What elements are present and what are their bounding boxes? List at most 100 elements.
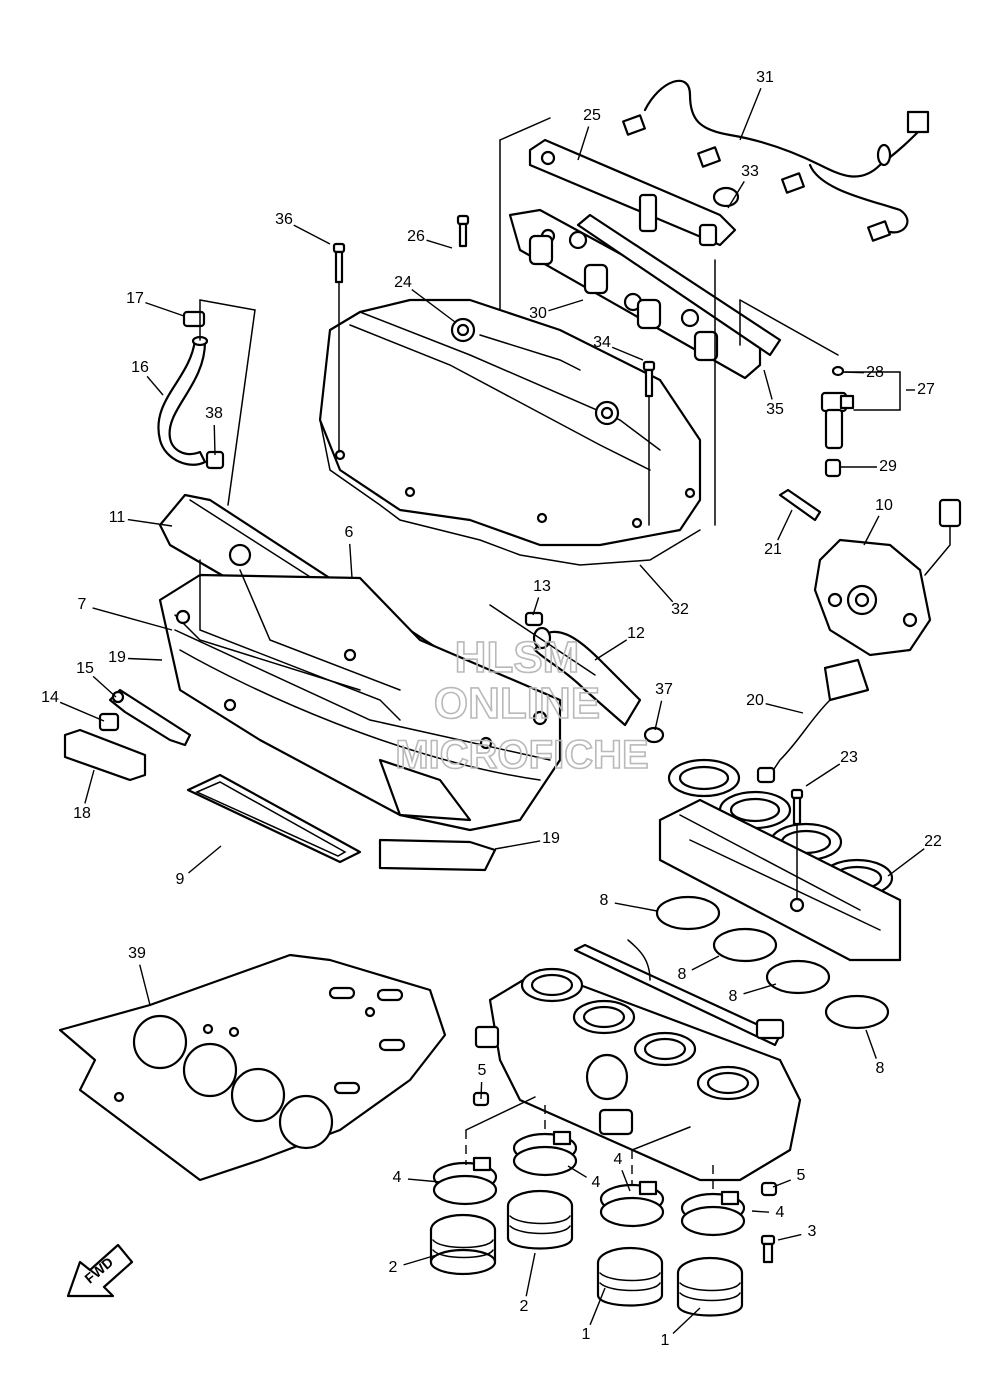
leader-line-c17: [145, 301, 185, 317]
fwd-arrow: FWD: [66, 1243, 134, 1298]
callout-c6: 6: [345, 524, 354, 541]
leader-line-c32: [639, 564, 674, 603]
leader-line-c12: [594, 639, 628, 661]
callout-c33: 33: [741, 163, 759, 180]
clamps-4: [432, 1130, 746, 1237]
leader-line-c34: [611, 346, 644, 361]
bracket-15: [98, 688, 192, 747]
leader-line-c38: [213, 424, 216, 456]
callout-c2b: 2: [520, 1298, 529, 1315]
leader-line-c13: [532, 597, 540, 616]
callout-c30: 30: [529, 305, 547, 322]
frame-line: [739, 299, 839, 356]
callout-c21: 21: [764, 541, 782, 558]
guide-line: [631, 1126, 691, 1151]
leader-line-c7: [92, 607, 173, 631]
callout-c8b: 8: [678, 966, 687, 983]
leader-line-c4d: [751, 1210, 770, 1213]
leader-line-c9: [188, 845, 222, 874]
gasket-39: [58, 953, 447, 1182]
leader-line-c26: [426, 239, 453, 249]
leader-line-c8d: [865, 1029, 877, 1059]
leader-line-c14: [59, 701, 105, 722]
leader-line-c25: [577, 126, 590, 161]
callout-c12: 12: [627, 625, 645, 642]
frame-line: [499, 117, 551, 141]
foam-18: [63, 728, 147, 782]
sub-harness-20: [756, 658, 870, 784]
callout-c20: 20: [746, 692, 764, 709]
callout-c18: 18: [73, 805, 91, 822]
fuel-rail: [528, 138, 740, 247]
leader-line-c22: [887, 848, 925, 877]
leader-line-c16: [146, 375, 164, 396]
leader-line-c33: [727, 181, 745, 209]
callout-c11: 11: [109, 509, 126, 526]
callout-c4b: 4: [592, 1174, 601, 1191]
callout-c4d: 4: [776, 1204, 785, 1221]
callout-c39: 39: [128, 945, 146, 962]
callout-c31: 31: [756, 69, 774, 86]
breather-hose: [157, 299, 256, 506]
leader-line-c35: [763, 369, 773, 400]
leader-line-c11: [127, 518, 173, 527]
throttle-body-22: [658, 758, 902, 962]
watermark-line2: ONLINE: [434, 679, 600, 728]
callout-c37: 37: [655, 681, 673, 698]
callout-c28: 28: [866, 364, 884, 381]
leader-line-c18: [84, 769, 95, 804]
leader-line-c15: [92, 675, 117, 698]
air-filter-case: [158, 559, 562, 832]
callout-c22: 22: [924, 833, 942, 850]
callout-c13: 13: [533, 578, 551, 595]
callout-c2a: 2: [389, 1259, 398, 1276]
callout-c8a: 8: [600, 892, 609, 909]
leader-line-c2a: [403, 1253, 441, 1266]
callout-c35: 35: [766, 401, 784, 418]
air-box-cover: [318, 298, 702, 566]
callout-c19b: 19: [542, 830, 560, 847]
callout-c16: 16: [131, 359, 149, 376]
callout-c32: 32: [671, 601, 689, 618]
hose-12: [489, 604, 642, 727]
callout-c1b: 1: [661, 1332, 670, 1349]
leader-line-c4b: [567, 1165, 587, 1178]
leader-line-c5a: [480, 1081, 483, 1100]
leader-line-c1b: [672, 1307, 701, 1334]
callout-c36: 36: [275, 211, 293, 228]
callout-c34: 34: [593, 334, 611, 351]
leader-line-c8b: [691, 955, 720, 971]
gasket-35: [576, 213, 782, 357]
leader-line-c28: [841, 371, 865, 374]
leader-line-c37: [654, 700, 663, 731]
callout-c25: 25: [583, 107, 601, 124]
callout-c26: 26: [407, 228, 425, 245]
callout-c24: 24: [394, 274, 412, 291]
callout-c4c: 4: [614, 1151, 623, 1168]
screws: [332, 214, 656, 526]
throttle-body-assembly: [474, 939, 802, 1182]
callout-c27: 27: [917, 381, 935, 398]
leader-line-c2b: [525, 1252, 536, 1297]
callout-c23: 23: [840, 749, 858, 766]
callout-c10: 10: [875, 497, 893, 514]
leader-line-c20: [765, 702, 804, 714]
callout-c19a: 19: [108, 649, 126, 666]
callout-c5a: 5: [478, 1062, 487, 1079]
leader-line-c1a: [589, 1287, 606, 1326]
injector-holder: [508, 208, 762, 380]
callout-c9: 9: [176, 871, 185, 888]
leader-line-c36: [293, 224, 331, 245]
screw-5: [760, 1181, 778, 1197]
leader-line-c10: [863, 515, 880, 546]
watermark: HLSM ONLINE MICROFICHE: [395, 632, 650, 778]
callout-c1a: 1: [582, 1326, 591, 1343]
leader-line-c3: [777, 1233, 802, 1241]
leader-line-c4a: [407, 1178, 441, 1183]
callout-c8c: 8: [729, 988, 738, 1005]
sensor-10: [778, 488, 962, 657]
leader-line-c19a: [127, 657, 163, 661]
